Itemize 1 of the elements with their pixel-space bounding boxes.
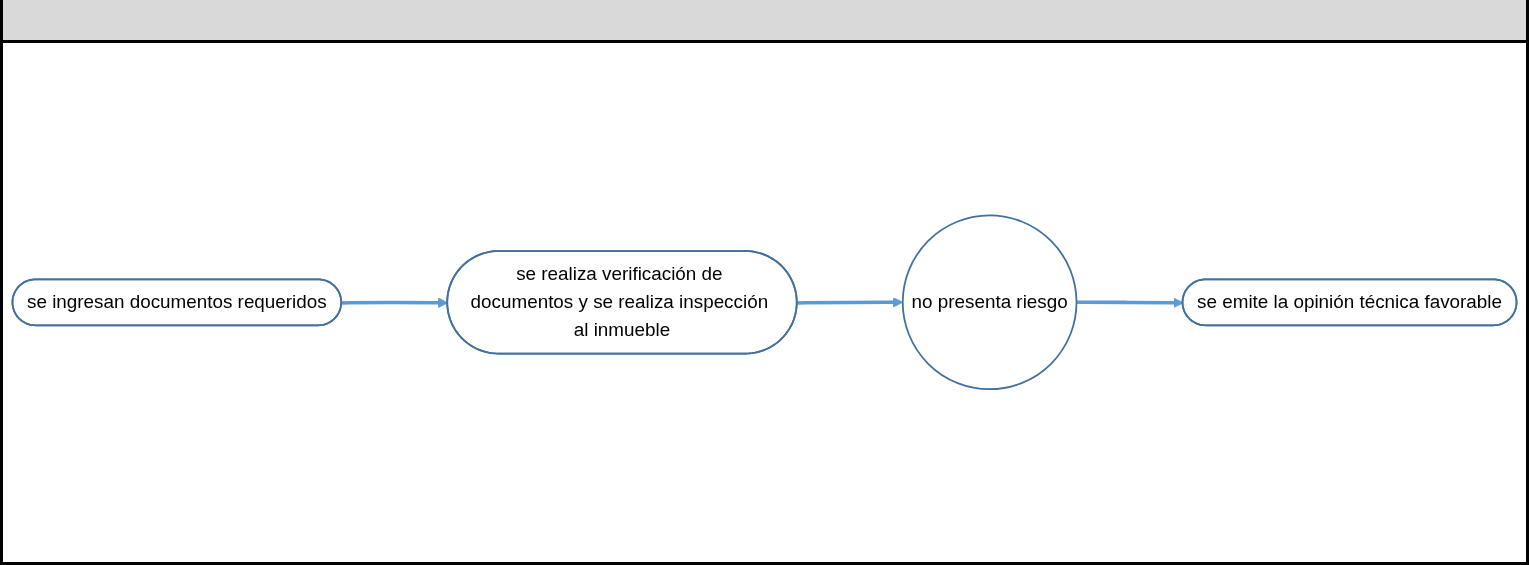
node-circle: no presenta riesgo: [901, 214, 1078, 391]
